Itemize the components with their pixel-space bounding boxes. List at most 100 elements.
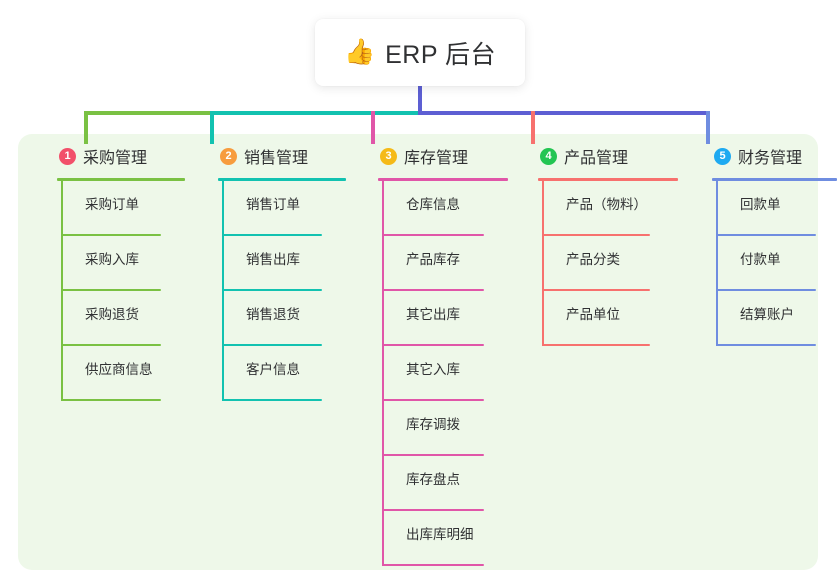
module-item-underline: [61, 344, 161, 346]
module-item-underline: [222, 234, 322, 236]
module-item[interactable]: 库存盘点: [382, 456, 513, 511]
connector-trunk-vertical: [418, 86, 422, 114]
module-item[interactable]: 库存调拨: [382, 401, 513, 456]
module-columns: 1 采购管理采购订单采购入库采购退货供应商信息 2 销售管理销售订单销售出库销售退货客…: [18, 134, 837, 570]
module-item[interactable]: 产品分类: [542, 236, 678, 291]
column-header-1[interactable]: 1 采购管理: [37, 134, 187, 178]
connector-stub-column-3: [371, 111, 375, 144]
column-spine-5: [716, 181, 718, 346]
module-item-label: 供应商信息: [85, 362, 153, 377]
module-item-underline: [61, 399, 161, 401]
module-item-underline: [382, 564, 484, 566]
module-item-label: 销售退货: [246, 307, 300, 322]
module-item-underline: [382, 344, 484, 346]
column-spine-3: [382, 181, 384, 566]
module-item-underline: [222, 289, 322, 291]
module-item[interactable]: 采购退货: [61, 291, 187, 346]
column-items-4: 产品（物料）产品分类产品单位: [542, 181, 678, 346]
module-column-3: 3 库存管理仓库信息产品库存其它出库其它入库库存调拨库存盘点出库库明细: [358, 134, 513, 566]
module-item[interactable]: 客户信息: [222, 346, 348, 401]
module-item-underline: [716, 344, 816, 346]
module-item-underline: [382, 399, 484, 401]
module-item[interactable]: 销售退货: [222, 291, 348, 346]
thumbs-up-icon: 👍: [343, 38, 376, 66]
module-item-label: 出库库明细: [406, 527, 474, 542]
module-item-label: 库存盘点: [406, 472, 460, 487]
module-item-underline: [542, 289, 650, 291]
module-item-label: 采购退货: [85, 307, 139, 322]
module-item-underline: [716, 234, 816, 236]
connector-bus-segment-middle: [210, 111, 420, 115]
column-badge-1: 1: [59, 147, 76, 165]
column-items-2: 销售订单销售出库销售退货客户信息: [222, 181, 348, 401]
connector-bus-segment-left: [84, 111, 212, 115]
module-item-underline: [61, 234, 161, 236]
column-underline-2: [218, 178, 346, 181]
column-header-2[interactable]: 2 销售管理: [198, 134, 348, 178]
module-item-underline: [382, 289, 484, 291]
connector-stub-column-4: [531, 111, 535, 144]
module-item[interactable]: 结算账户: [716, 291, 839, 346]
module-item[interactable]: 其它入库: [382, 346, 513, 401]
module-item-label: 仓库信息: [406, 197, 460, 212]
column-title-5: 财务管理: [738, 150, 803, 167]
module-item-label: 结算账户: [740, 307, 794, 322]
module-item[interactable]: 采购入库: [61, 236, 187, 291]
connector-stub-column-1: [84, 111, 88, 144]
module-item[interactable]: 销售订单: [222, 181, 348, 236]
column-spine-4: [542, 181, 544, 346]
column-title-2: 销售管理: [244, 150, 309, 167]
column-spine-1: [61, 181, 63, 401]
column-title-1: 采购管理: [83, 150, 148, 167]
module-column-1: 1 采购管理采购订单采购入库采购退货供应商信息: [37, 134, 187, 401]
column-title-3: 库存管理: [404, 150, 469, 167]
module-column-5: 5 财务管理回款单付款单结算账户: [692, 134, 839, 346]
module-item[interactable]: 产品单位: [542, 291, 678, 346]
module-item-underline: [542, 344, 650, 346]
column-header-5[interactable]: 5 财务管理: [692, 134, 839, 178]
module-item-underline: [61, 289, 161, 291]
module-item[interactable]: 其它出库: [382, 291, 513, 346]
column-badge-3: 3: [380, 147, 397, 165]
connector-stub-column-2: [210, 111, 214, 144]
module-item[interactable]: 仓库信息: [382, 181, 513, 236]
module-item-underline: [542, 234, 650, 236]
module-item-label: 采购入库: [85, 252, 139, 267]
connector-bus-segment-right: [418, 111, 710, 115]
column-badge-4: 4: [540, 147, 557, 165]
root-node-card[interactable]: 👍 ERP 后台: [315, 19, 525, 86]
column-underline-4: [538, 178, 678, 181]
diagram-panel-background: [18, 134, 818, 570]
module-item[interactable]: 出库库明细: [382, 511, 513, 566]
column-items-3: 仓库信息产品库存其它出库其它入库库存调拨库存盘点出库库明细: [382, 181, 513, 566]
module-item[interactable]: 供应商信息: [61, 346, 187, 401]
module-column-2: 2 销售管理销售订单销售出库销售退货客户信息: [198, 134, 348, 401]
module-item-underline: [222, 399, 322, 401]
module-item[interactable]: 产品（物料）: [542, 181, 678, 236]
module-item-label: 回款单: [740, 197, 781, 212]
module-item-underline: [382, 234, 484, 236]
module-item[interactable]: 采购订单: [61, 181, 187, 236]
module-item-label: 采购订单: [85, 197, 139, 212]
module-item-label: 销售订单: [246, 197, 300, 212]
column-header-3[interactable]: 3 库存管理: [358, 134, 513, 178]
column-underline-5: [712, 178, 837, 181]
module-item[interactable]: 销售出库: [222, 236, 348, 291]
module-item-underline: [222, 344, 322, 346]
module-item-label: 客户信息: [246, 362, 300, 377]
column-underline-3: [378, 178, 508, 181]
column-badge-2: 2: [220, 147, 237, 165]
column-badge-5: 5: [714, 147, 731, 165]
module-item-label: 销售出库: [246, 252, 300, 267]
column-items-5: 回款单付款单结算账户: [716, 181, 839, 346]
module-item[interactable]: 付款单: [716, 236, 839, 291]
module-item[interactable]: 回款单: [716, 181, 839, 236]
module-item-underline: [382, 454, 484, 456]
module-item-label: 付款单: [740, 252, 781, 267]
module-item-label: 其它出库: [406, 307, 460, 322]
module-item-underline: [716, 289, 816, 291]
module-item[interactable]: 产品库存: [382, 236, 513, 291]
column-underline-1: [57, 178, 185, 181]
